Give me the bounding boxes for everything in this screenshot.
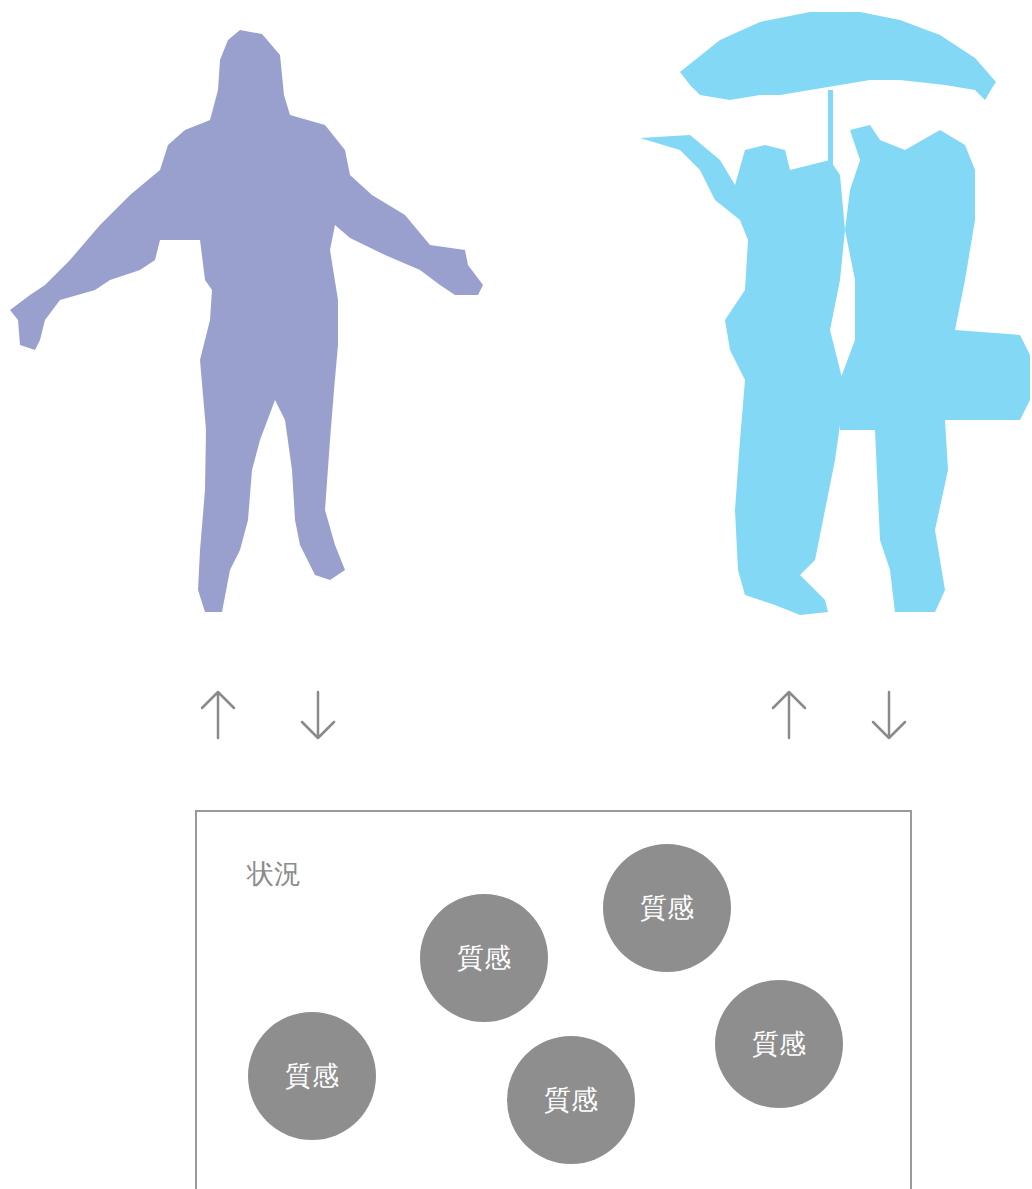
man-silhouette: [840, 125, 1030, 612]
texture-circle: 質感: [420, 894, 548, 1022]
texture-circle: 質感: [507, 1036, 635, 1164]
umbrella-handle: [828, 90, 833, 170]
circle-label: 質感: [752, 1026, 806, 1062]
down-arrow: [302, 692, 334, 738]
circle-label: 質感: [640, 890, 694, 926]
texture-circle: 質感: [715, 980, 843, 1108]
umbrella: [680, 12, 996, 100]
woman-silhouette: [640, 135, 845, 615]
texture-circle: 質感: [603, 844, 731, 972]
frame-label: 状況: [247, 856, 301, 892]
situation-frame: 状況質感質感質感質感質感: [195, 810, 912, 1189]
couple-silhouette: [640, 12, 1030, 615]
circle-label: 質感: [285, 1058, 339, 1094]
circle-label: 質感: [544, 1082, 598, 1118]
up-down-arrows: [202, 692, 905, 738]
up-arrow: [773, 692, 805, 738]
texture-circle: 質感: [248, 1012, 376, 1140]
up-arrow: [202, 692, 234, 738]
down-arrow: [873, 692, 905, 738]
circle-label: 質感: [457, 940, 511, 976]
person-silhouette: [10, 30, 483, 612]
